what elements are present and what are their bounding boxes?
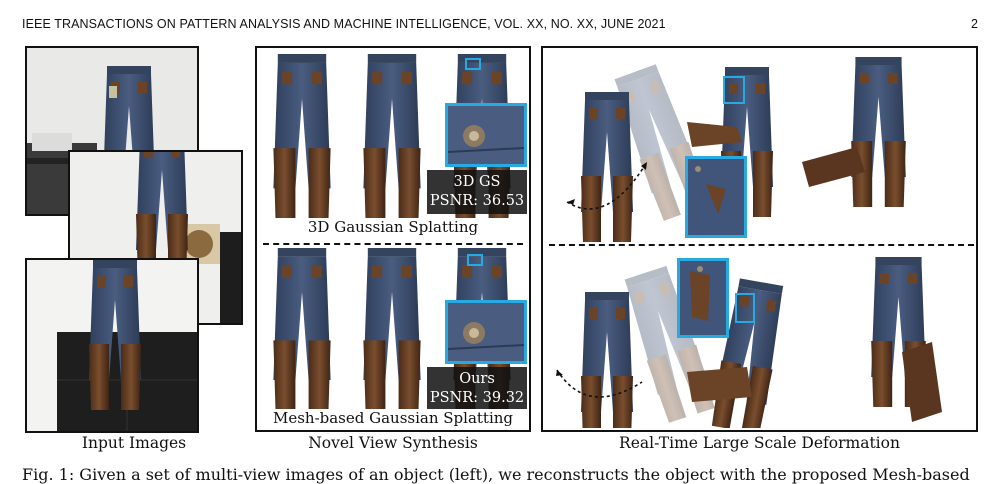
method-label-3dgs: 3D GS xyxy=(453,174,501,190)
zoom-source-marker-bottom xyxy=(467,254,483,266)
zoom-inset-bottom xyxy=(445,300,527,364)
psnr-value-3dgs: PSNR: 36.53 xyxy=(429,193,525,209)
psnr-box-ours: Ours PSNR: 39.32 xyxy=(427,367,527,411)
deform-divider-dashed xyxy=(549,244,974,246)
method-label-ours: Ours xyxy=(459,371,495,387)
figure-caption: Fig. 1: Given a set of multi-view images… xyxy=(22,465,970,484)
deform-marker-bottom xyxy=(735,293,755,323)
deform-zoom-bottom xyxy=(677,258,729,338)
deform-marker-top xyxy=(723,76,745,104)
label-3d-gaussian-splatting: 3D Gaussian Splatting xyxy=(257,218,529,236)
zoom-inset-top xyxy=(445,103,527,167)
journal-header: IEEE TRANSACTIONS ON PATTERN ANALYSIS AN… xyxy=(22,17,666,31)
label-mesh-based-gaussian-splatting: Mesh-based Gaussian Splatting xyxy=(257,409,529,427)
divider-dashed xyxy=(263,243,523,245)
page-number: 2 xyxy=(971,17,978,31)
psnr-value-ours: PSNR: 39.32 xyxy=(429,390,525,406)
caption-input-images: Input Images xyxy=(81,434,187,452)
deformation-panel xyxy=(541,46,978,432)
novel-view-panel: 3D GS PSNR: 36.53 3D Gaussian Splatting … xyxy=(255,46,531,432)
psnr-box-3dgs: 3D GS PSNR: 36.53 xyxy=(427,170,527,214)
zoom-source-marker-top xyxy=(465,58,481,70)
input-photo-3 xyxy=(25,258,199,433)
deform-zoom-top xyxy=(685,156,747,238)
caption-novel-view-synthesis: Novel View Synthesis xyxy=(308,434,478,452)
caption-real-time-deformation: Real-Time Large Scale Deformation xyxy=(619,434,900,452)
